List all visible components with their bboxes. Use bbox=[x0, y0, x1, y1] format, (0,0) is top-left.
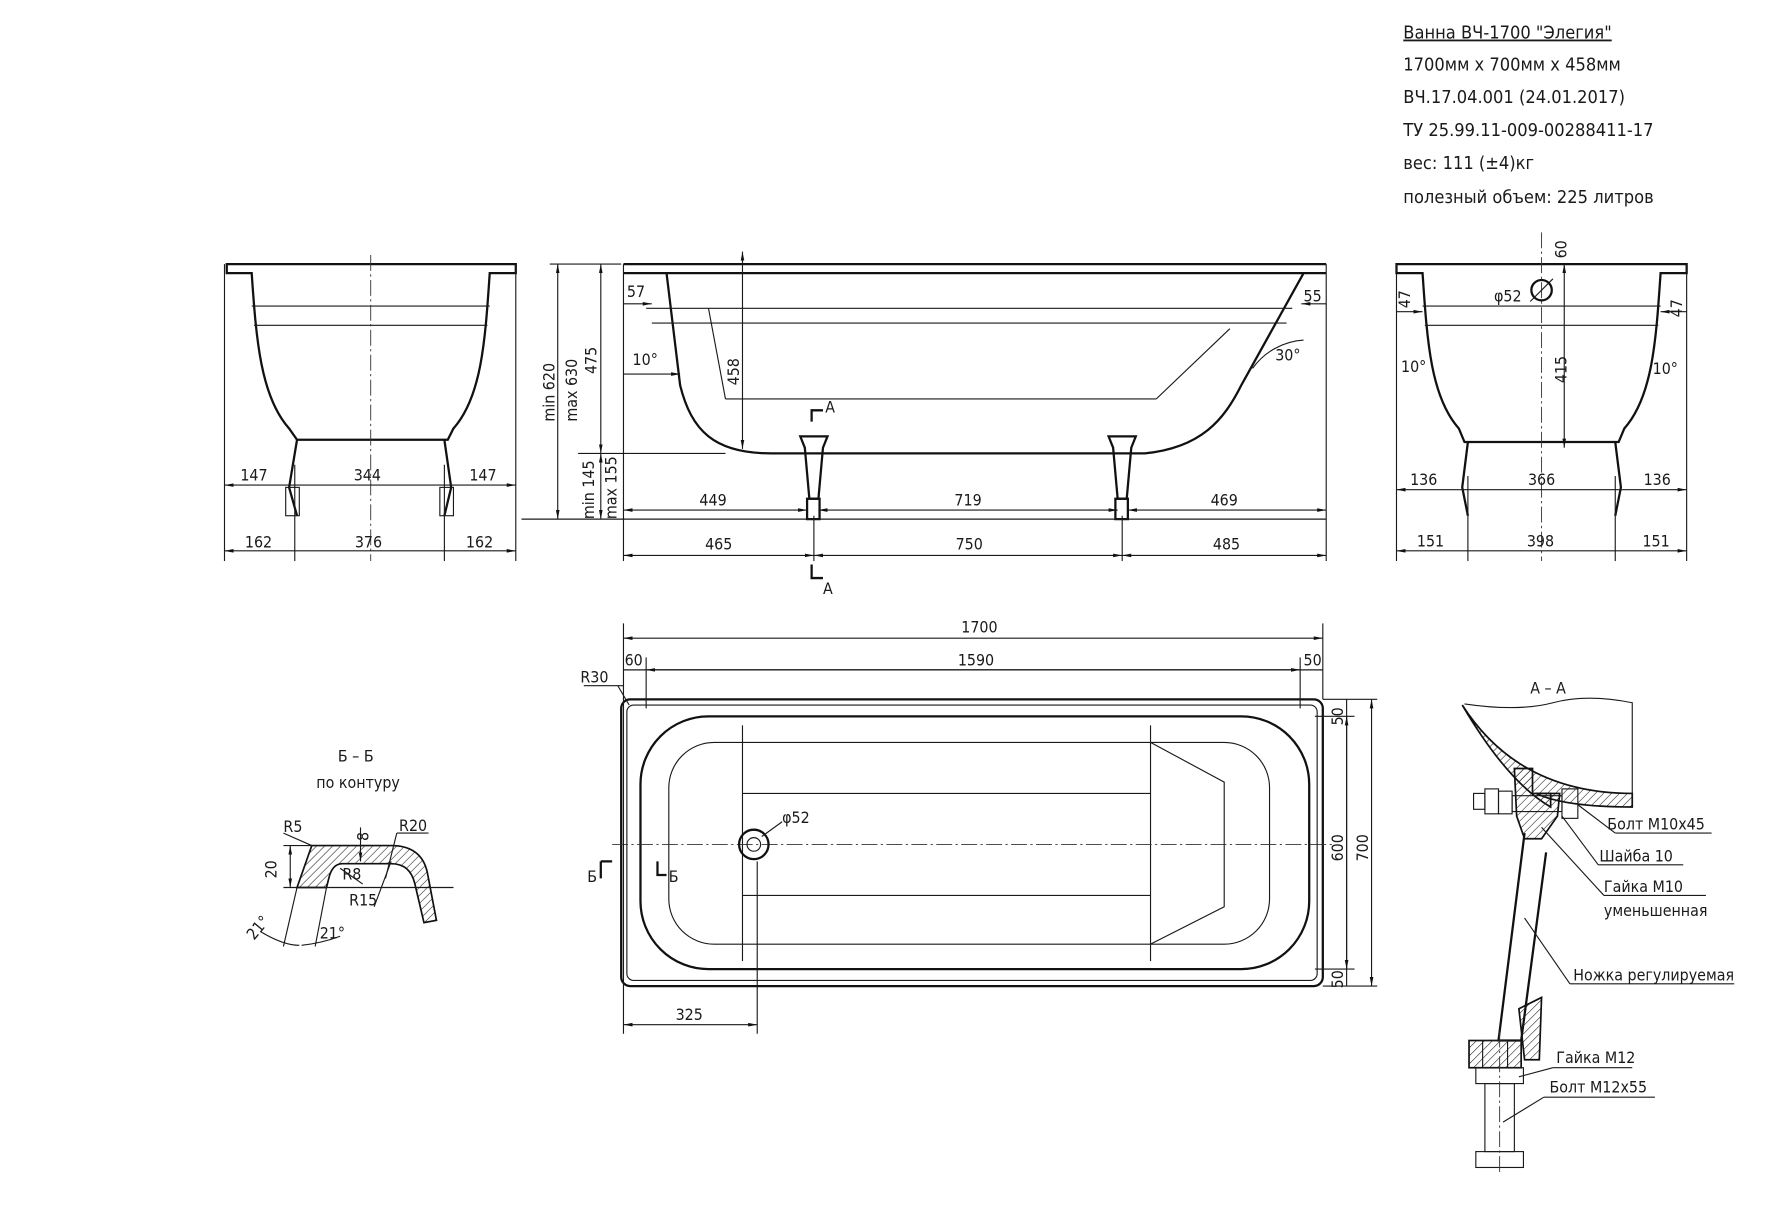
dim: 60 bbox=[625, 650, 643, 669]
dim: 136 bbox=[1644, 470, 1671, 489]
title-block: Ванна ВЧ-1700 "Элегия" 1700мм х 700мм х … bbox=[1402, 23, 1653, 208]
volume: полезный объем: 225 литров bbox=[1403, 187, 1653, 208]
dim: 700 bbox=[1353, 834, 1372, 861]
callout-bolt-m12: Болт М12х55 bbox=[1550, 1078, 1648, 1097]
section-bb-subtitle: по контуру bbox=[316, 773, 400, 792]
dim: min 145 bbox=[579, 460, 598, 519]
dim: 475 bbox=[581, 347, 600, 374]
dim: min 620 bbox=[539, 363, 558, 422]
callout-leg: Ножка регулируемая bbox=[1573, 965, 1734, 984]
dim: 151 bbox=[1417, 531, 1444, 550]
weight: вес: 111 (±4)кг bbox=[1403, 153, 1534, 174]
dim: 136 bbox=[1410, 470, 1437, 489]
dim: 162 bbox=[466, 532, 493, 551]
section-mark-b: Б bbox=[587, 867, 597, 886]
dim: 344 bbox=[354, 466, 381, 485]
section-mark-b: Б bbox=[669, 867, 679, 886]
angle: 21° bbox=[242, 912, 273, 944]
section-aa-title: А – А bbox=[1530, 679, 1566, 698]
product-title: Ванна ВЧ-1700 "Элегия" bbox=[1403, 23, 1611, 44]
angle: 21° bbox=[320, 924, 345, 943]
dim: 600 bbox=[1328, 834, 1347, 861]
callout-nut-m10: Гайка М10 bbox=[1604, 877, 1683, 896]
callout-nut-m10-note: уменьшенная bbox=[1604, 901, 1708, 920]
overflow-diameter: φ52 bbox=[1494, 287, 1522, 306]
radius-label: R8 bbox=[342, 865, 361, 884]
dim: 376 bbox=[355, 532, 382, 551]
top-view: φ52 1700 60 1590 50 R30 50 600 50 700 32… bbox=[580, 617, 1378, 1034]
dim: 1590 bbox=[958, 650, 994, 669]
angle: 10° bbox=[1653, 359, 1678, 378]
section-aa: А – А Болт М10х45 Шайба 10 Гайка М10 уме… bbox=[1461, 679, 1735, 1174]
dim: 719 bbox=[954, 491, 981, 510]
angle: 30° bbox=[1275, 345, 1300, 364]
dim: max 155 bbox=[602, 456, 621, 519]
radius-label: R20 bbox=[399, 816, 427, 835]
dim: 50 bbox=[1304, 650, 1322, 669]
dim: 147 bbox=[240, 466, 267, 485]
dim: 398 bbox=[1527, 531, 1554, 550]
dim: 465 bbox=[705, 535, 732, 554]
dim: 469 bbox=[1211, 491, 1238, 510]
angle: 10° bbox=[633, 350, 658, 369]
radius-label: R15 bbox=[349, 891, 377, 910]
side-view: min 620 max 630 475 min 145 max 155 458 … bbox=[521, 251, 1327, 598]
spec: ТУ 25.99.11-009-00288411-17 bbox=[1402, 120, 1653, 141]
left-end-view: 147 344 147 162 376 162 bbox=[223, 255, 517, 562]
dim: 458 bbox=[724, 358, 743, 385]
dim: 47 bbox=[1667, 299, 1686, 317]
radius-label: R5 bbox=[283, 817, 302, 836]
dim: 325 bbox=[676, 1005, 703, 1024]
angle: 10° bbox=[1401, 357, 1426, 376]
dim: 57 bbox=[627, 282, 645, 301]
right-end-view: 47 47 60 φ52 415 10° 10° 136 366 136 151… bbox=[1395, 232, 1688, 562]
doc-number: ВЧ.17.04.001 (24.01.2017) bbox=[1403, 87, 1625, 108]
section-mark-a: А bbox=[825, 398, 835, 417]
product-size: 1700мм х 700мм х 458мм bbox=[1403, 54, 1621, 75]
section-bb: Б – Б по контуру R5 R20 8 20 R8 R15 21° … bbox=[242, 747, 454, 947]
callout-washer: Шайба 10 bbox=[1599, 846, 1673, 865]
dim: 20 bbox=[262, 860, 281, 878]
callout-bolt-m10: Болт М10х45 bbox=[1607, 815, 1705, 834]
dim: 449 bbox=[699, 491, 726, 510]
dim: 50 bbox=[1328, 707, 1347, 725]
section-mark-a: А bbox=[823, 579, 833, 598]
dim: 55 bbox=[1304, 287, 1322, 306]
dim: 415 bbox=[1552, 356, 1571, 383]
dim: 8 bbox=[353, 832, 372, 841]
dim: 147 bbox=[469, 466, 496, 485]
dim: 47 bbox=[1395, 290, 1414, 308]
dim: 366 bbox=[1528, 470, 1555, 489]
drain-diameter: φ52 bbox=[782, 808, 810, 827]
dim: max 630 bbox=[562, 359, 581, 422]
dim: 162 bbox=[245, 532, 272, 551]
dim: 60 bbox=[1552, 240, 1571, 258]
dim: 750 bbox=[956, 535, 983, 554]
callout-nut-m12: Гайка М12 bbox=[1556, 1048, 1635, 1067]
dim: 50 bbox=[1328, 970, 1347, 988]
corner-radius: R30 bbox=[580, 667, 608, 686]
dim: 485 bbox=[1213, 535, 1240, 554]
section-bb-title: Б – Б bbox=[338, 747, 374, 766]
dim: 151 bbox=[1642, 531, 1669, 550]
dim: 1700 bbox=[961, 617, 997, 636]
